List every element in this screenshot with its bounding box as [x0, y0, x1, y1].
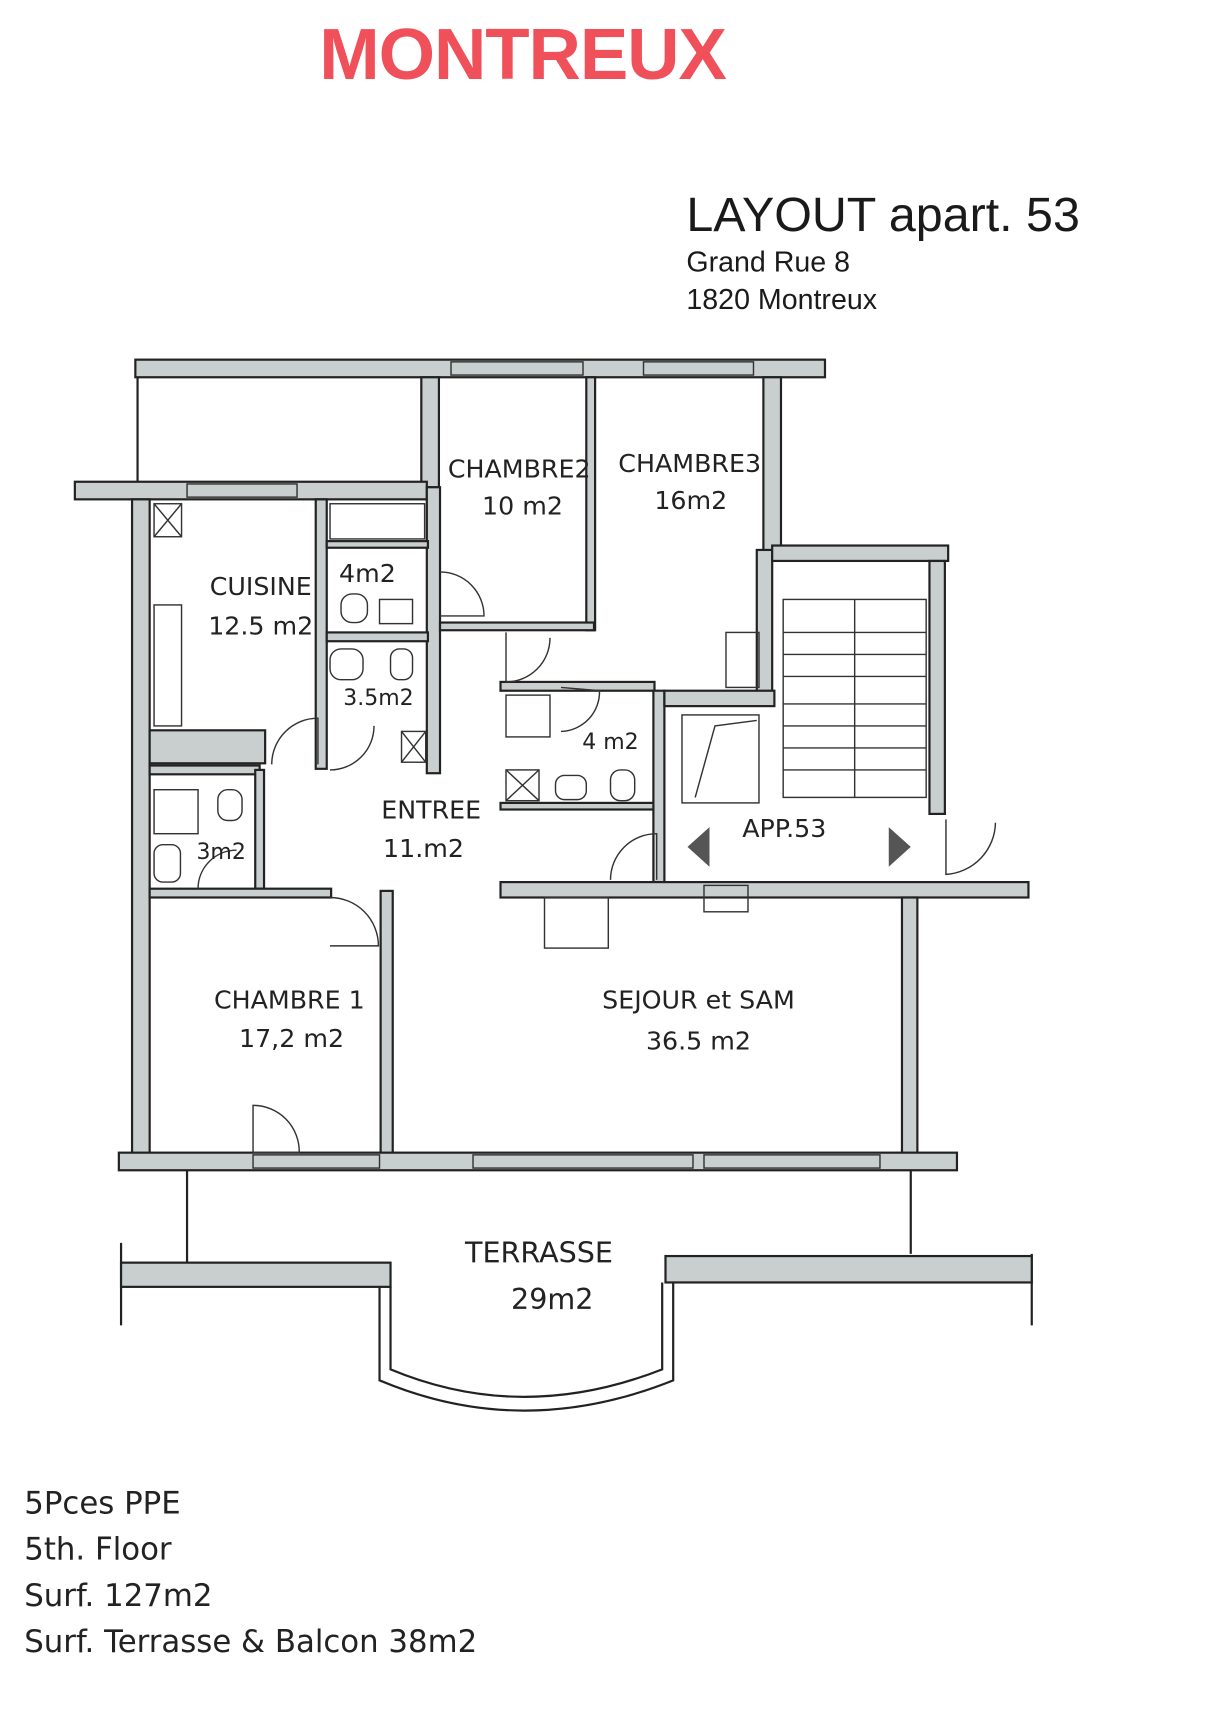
footer-floor: 5th. Floor	[24, 1532, 172, 1568]
room-chambre3-area: 16m2	[654, 486, 727, 515]
room-entree-area: 11.m2	[383, 834, 464, 863]
room-bath4-area: 3m2	[196, 840, 245, 865]
footer-surface: Surf. 127m2	[24, 1578, 212, 1614]
brand-title: MONTREUX	[319, 14, 726, 95]
apartment-entrance-label: APP.53	[742, 814, 826, 843]
room-bath2-area: 3.5m2	[343, 686, 413, 711]
room-chambre1-name: CHAMBRE 1	[214, 986, 365, 1015]
room-chambre1-area: 17,2 m2	[239, 1024, 344, 1053]
footer-terrace-surface: Surf. Terrasse & Balcon 38m2	[24, 1624, 477, 1660]
room-chambre2-name: CHAMBRE2	[448, 454, 591, 483]
footer-rooms: 5Pces PPE	[24, 1485, 180, 1521]
room-cuisine-area: 12.5 m2	[208, 612, 313, 641]
room-sejour-name: SEJOUR et SAM	[602, 986, 795, 1015]
room-entree-name: ENTREE	[381, 795, 481, 824]
room-bath1-area: 4m2	[339, 559, 396, 588]
room-chambre2-area: 10 m2	[482, 492, 563, 521]
address-street: Grand Rue 8	[686, 247, 850, 279]
floor-plan	[73, 358, 1033, 1412]
layout-title: LAYOUT apart. 53	[686, 188, 1079, 242]
room-bath3-area: 4 m2	[582, 730, 638, 755]
room-chambre3-name: CHAMBRE3	[618, 449, 761, 478]
room-terrasse-name: TERRASSE	[464, 1236, 613, 1270]
room-terrasse-area: 29m2	[511, 1282, 593, 1316]
room-cuisine-name: CUISINE	[210, 572, 312, 601]
room-sejour-area: 36.5 m2	[646, 1026, 751, 1055]
address-city: 1820 Montreux	[686, 284, 877, 316]
